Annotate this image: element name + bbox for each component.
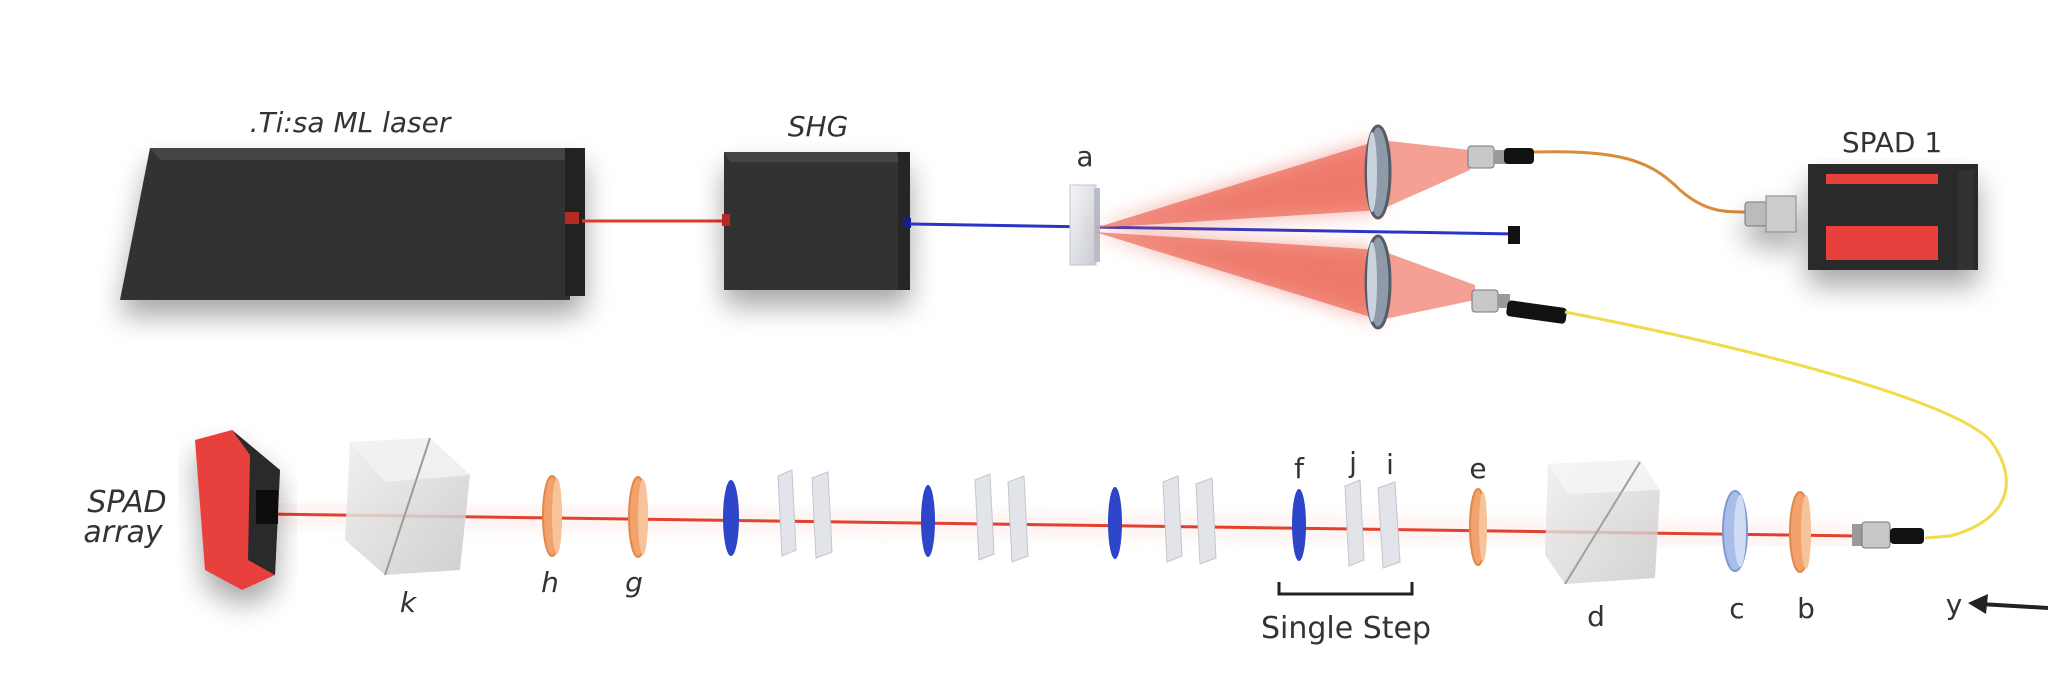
label-b: b (1797, 592, 1815, 625)
lens-lower (1364, 234, 1392, 330)
label-i: i (1386, 448, 1394, 481)
label-y: y (1946, 588, 1963, 621)
fiber-coupler-bottom (1852, 521, 1924, 549)
label-e: e (1469, 452, 1486, 485)
waveplate-h (542, 475, 562, 557)
label-f: f (1294, 452, 1305, 485)
step-2 (921, 473, 1029, 563)
step-1 (723, 469, 833, 559)
single-step-bracket (1277, 582, 1414, 596)
fiber-coupler-lower (1471, 289, 1567, 324)
spdc-cones (1095, 140, 1475, 320)
crystal-j (1344, 479, 1365, 567)
step-3 (1108, 475, 1217, 565)
lens-upper (1364, 124, 1392, 220)
orange-fiber (1533, 150, 1746, 214)
tisa-laser (120, 148, 585, 300)
shg-box (722, 152, 911, 290)
label-g: g (625, 566, 643, 599)
y-arrow (1968, 594, 2048, 614)
waveplate-b (1789, 491, 1811, 573)
yellow-fiber (1564, 310, 2008, 540)
lens-c (1722, 490, 1748, 572)
beam-splitter-d (1545, 460, 1660, 585)
waveplate-f (1292, 489, 1306, 561)
label-k: k (400, 586, 418, 619)
laser-label: .Ti:sa ML laser (250, 106, 452, 139)
spad1-label: SPAD 1 (1842, 126, 1942, 159)
waveplate-g (628, 476, 648, 558)
crystal-i (1377, 481, 1401, 569)
beam-splitter-k (345, 437, 470, 576)
beam-dump (1508, 226, 1520, 244)
spad-array-label-line2: array (83, 515, 163, 550)
waveplate-e (1469, 488, 1487, 566)
blue-pump-beam (909, 222, 1516, 236)
label-d: d (1587, 600, 1605, 633)
single-step (1292, 479, 1401, 569)
fiber-coupler-upper (1467, 145, 1534, 169)
crystal-a (1069, 184, 1100, 266)
spad-array-label-line1: SPAD (87, 485, 166, 520)
spad1-detector (1744, 164, 1978, 270)
spad-array-detector (195, 430, 280, 590)
shg-label: SHG (788, 110, 849, 143)
label-a: a (1076, 140, 1093, 173)
label-c: c (1729, 592, 1744, 625)
single-step-label: Single Step (1261, 611, 1431, 646)
label-j: j (1348, 446, 1357, 479)
label-h: h (541, 566, 559, 599)
